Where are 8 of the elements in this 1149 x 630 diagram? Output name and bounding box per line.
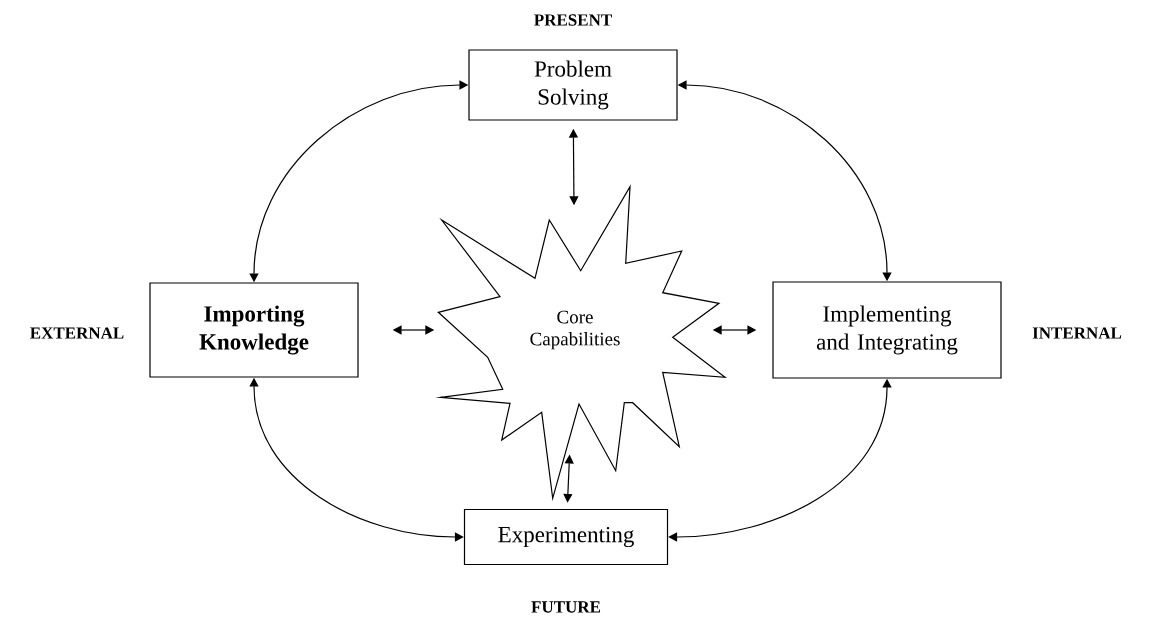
process-box: Importing Knowledge <box>149 282 359 378</box>
side-label: EXTERNAL <box>30 327 124 339</box>
process-box: Problem Solving <box>468 49 678 121</box>
side-label: PRESENT <box>534 14 612 26</box>
process-box: Experimenting <box>463 508 669 566</box>
side-label: INTERNAL <box>1032 327 1122 339</box>
process-box: Implementing and Integrating <box>772 281 1002 379</box>
side-label: FUTURE <box>531 601 601 613</box>
